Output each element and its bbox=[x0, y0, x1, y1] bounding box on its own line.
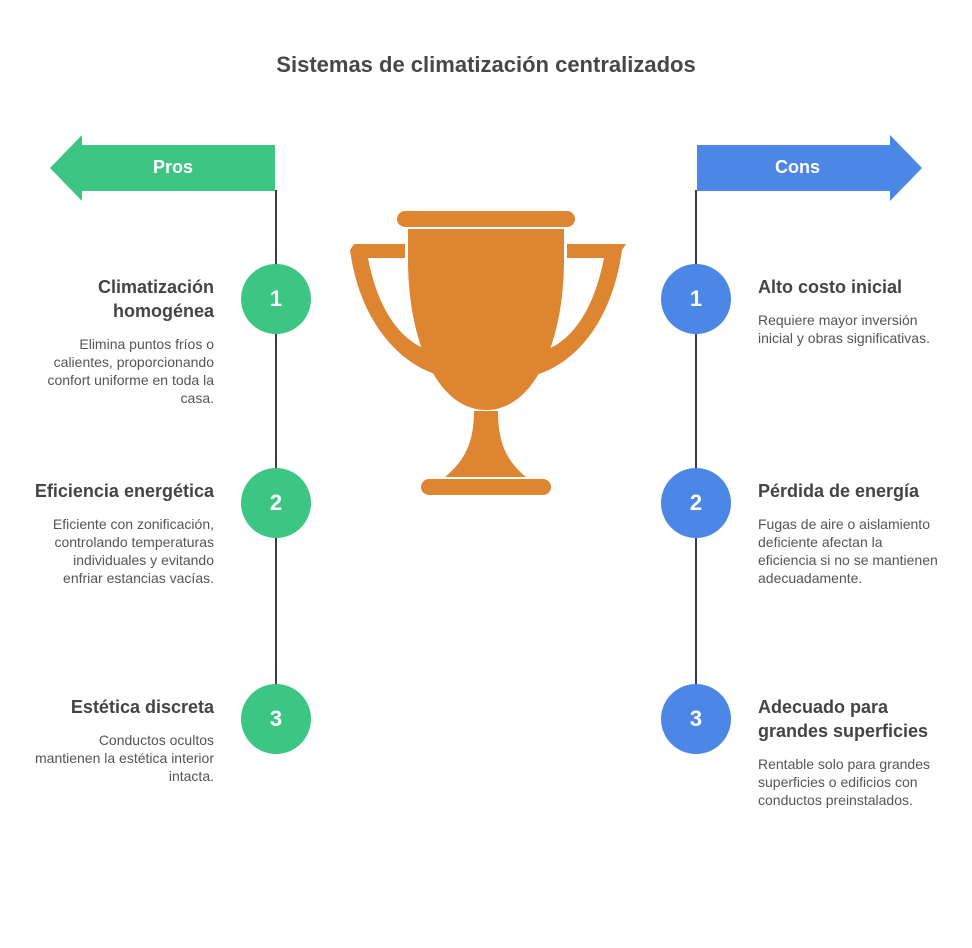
diagram-title: Sistemas de climatización centralizados bbox=[276, 52, 696, 77]
pros-item: Eficiencia energética Eficiente con zoni… bbox=[34, 479, 214, 587]
pros-step-3: 3 bbox=[241, 684, 311, 754]
pros-arrow: Pros bbox=[48, 135, 288, 201]
item-heading: Pérdida de energía bbox=[758, 481, 920, 501]
item-description: Fugas de aire o aislamiento deficiente a… bbox=[758, 516, 938, 586]
cons-timeline bbox=[695, 190, 697, 685]
cons-step-2: 2 bbox=[661, 468, 731, 538]
item-description: Requiere mayor inversión inicial y obras… bbox=[758, 312, 930, 346]
item-heading: Eficiencia energética bbox=[34, 481, 214, 501]
pros-timeline bbox=[275, 190, 277, 685]
cons-step-1: 1 bbox=[661, 264, 731, 334]
item-heading: Estética discreta bbox=[70, 697, 214, 717]
pros-item: Climatización homogénea Elimina puntos f… bbox=[34, 275, 214, 407]
pros-item: Estética discreta Conductos ocultos mant… bbox=[34, 695, 214, 785]
item-heading: Alto costo inicial bbox=[758, 277, 903, 297]
item-heading: Climatización homogénea bbox=[97, 277, 214, 321]
item-description: Eficiente con zonificación, controlando … bbox=[52, 516, 214, 586]
item-heading: Adecuado para grandes superficies bbox=[758, 697, 929, 741]
pros-label: Pros bbox=[153, 157, 194, 177]
item-description: Rentable solo para grandes superficies o… bbox=[758, 756, 931, 808]
cons-item: Pérdida de energía Fugas de aire o aisla… bbox=[758, 479, 938, 587]
cons-arrow: Cons bbox=[697, 135, 937, 201]
item-description: Conductos ocultos mantienen la estética … bbox=[35, 732, 214, 784]
pros-step-2: 2 bbox=[241, 468, 311, 538]
pros-step-1: 1 bbox=[241, 264, 311, 334]
trophy-icon bbox=[350, 211, 626, 495]
cons-step-3: 3 bbox=[661, 684, 731, 754]
item-description: Elimina puntos fríos o calientes, propor… bbox=[47, 336, 214, 406]
cons-item: Alto costo inicial Requiere mayor invers… bbox=[758, 275, 938, 347]
cons-item: Adecuado para grandes superficies Rentab… bbox=[758, 695, 938, 809]
cons-label: Cons bbox=[775, 157, 820, 177]
